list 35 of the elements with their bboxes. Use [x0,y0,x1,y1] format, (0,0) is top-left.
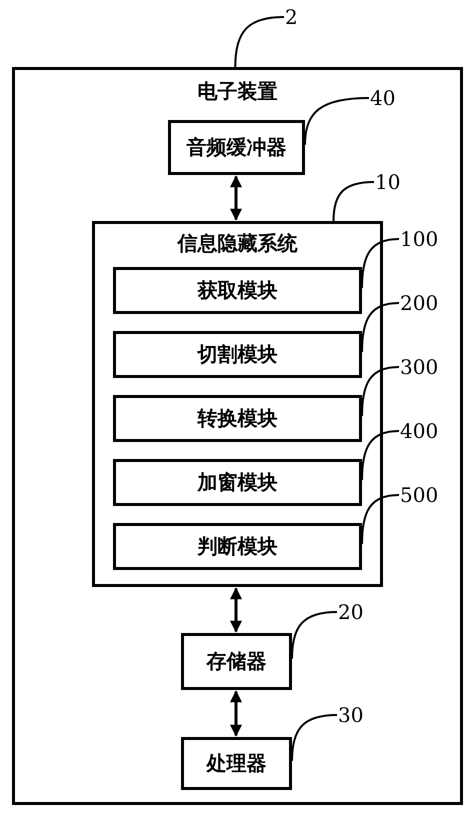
reference-number: 20 [338,601,370,623]
module-box: 切割模块 [113,331,362,378]
leader-line [291,611,338,659]
leader-line [361,238,400,288]
leader-line [304,97,370,145]
module-box: 存储器 [181,633,292,690]
leader-line [291,714,338,761]
leader-line [361,366,400,416]
arrow [230,175,242,221]
leader-line [361,494,400,544]
module-box: 转换模块 [113,395,362,442]
reference-number: 2 [285,6,301,28]
reference-number: 300 [400,356,444,378]
leader-line [361,302,400,352]
arrow [230,587,242,633]
module-box: 处理器 [181,737,292,790]
system-box [92,221,383,587]
arrow [230,690,242,737]
reference-number: 400 [400,420,444,442]
module-box: 音频缓冲器 [168,120,305,175]
reference-number: 500 [400,484,444,506]
box-title: 电子装置 [198,78,278,105]
reference-number: 100 [400,228,444,250]
reference-number: 200 [400,292,444,314]
leader-line [332,181,374,222]
module-box: 获取模块 [113,267,362,314]
box-title: 信息隐藏系统 [178,230,298,257]
module-box: 判断模块 [113,523,362,570]
reference-number: 10 [375,171,407,193]
module-box: 加窗模块 [113,459,362,506]
reference-number: 40 [370,87,402,109]
leader-line [234,16,284,68]
reference-number: 30 [338,704,370,726]
device-frame [12,67,463,805]
leader-line [361,430,400,480]
